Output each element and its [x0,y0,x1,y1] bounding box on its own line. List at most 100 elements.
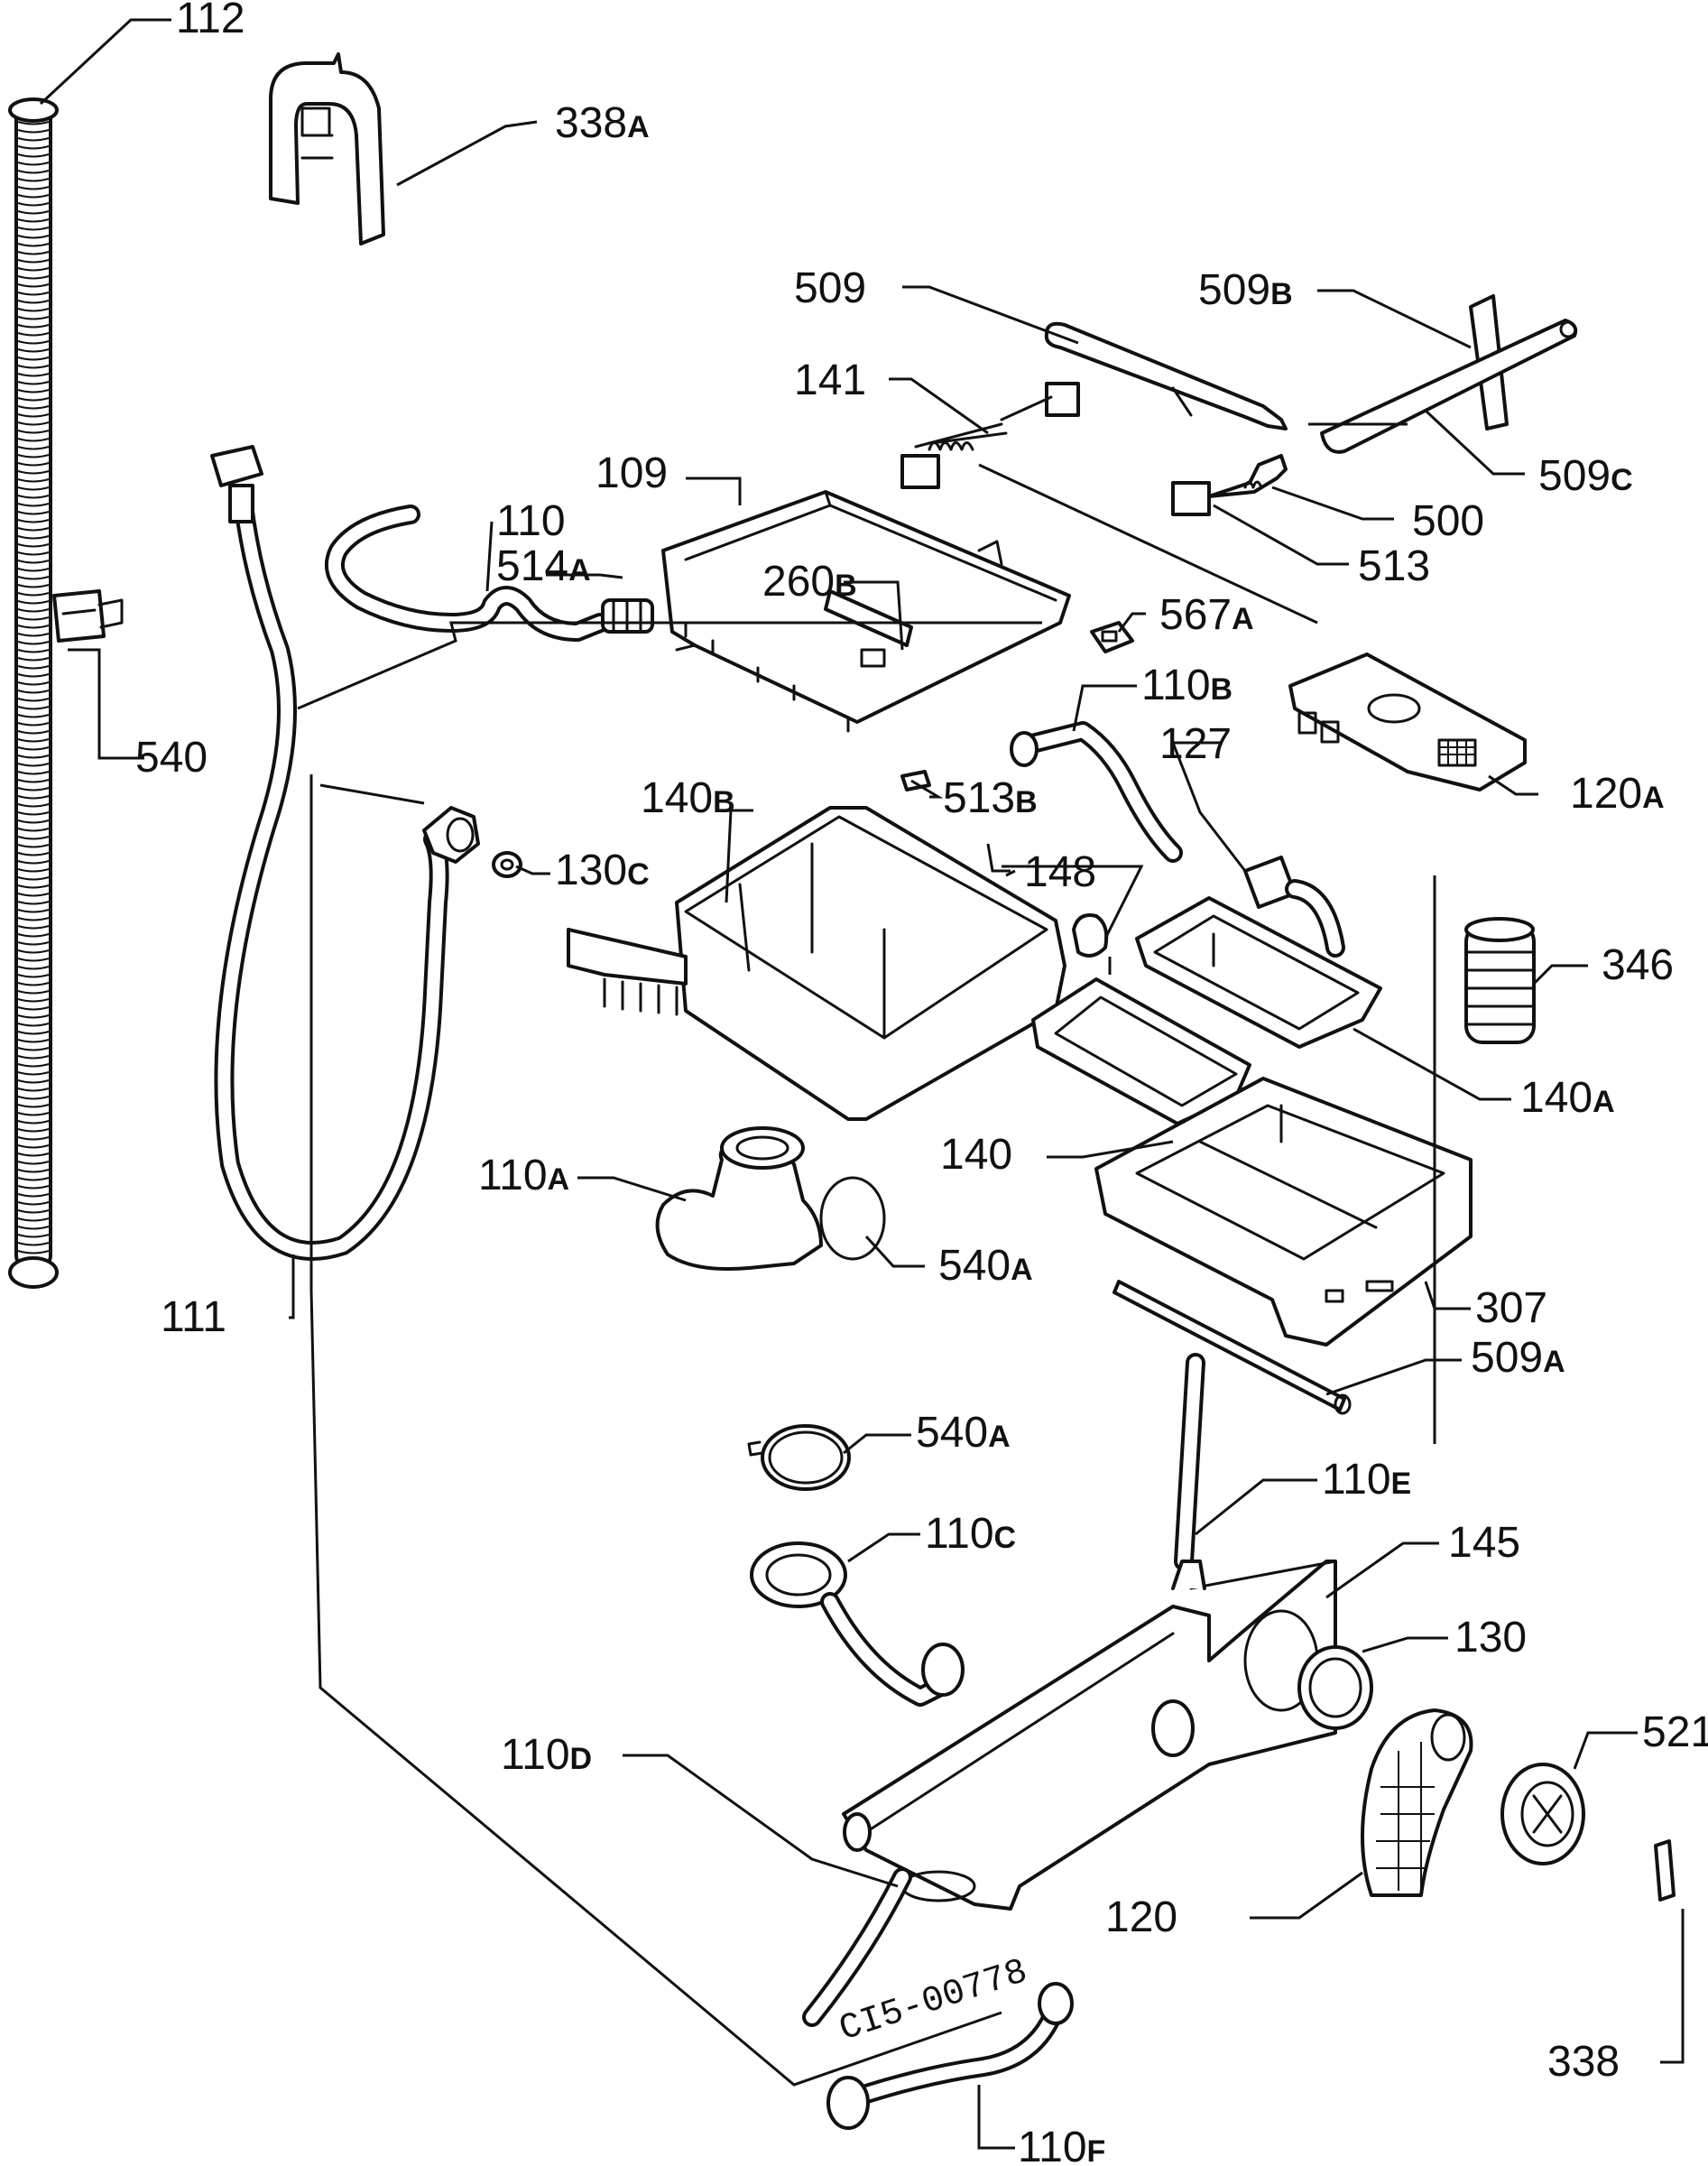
hose-rib [17,754,50,759]
label-110b: 110B [1141,662,1233,709]
hose-rib [17,470,50,475]
hose-rib [17,421,50,426]
label-513: 513 [1358,542,1430,590]
hose-rib [17,251,50,255]
hose-rib [17,1112,50,1116]
hose-rib [17,641,50,645]
hose-rib [17,1120,50,1125]
hose-rib [17,486,50,491]
hose-rib [17,227,50,231]
label-120a: 120A [1570,770,1665,818]
part-140a-insert [1135,896,1382,1049]
label-120: 120 [1105,1893,1177,1941]
label-509b: 509B [1198,266,1293,314]
hose-rib [17,771,50,775]
hose-rib [17,308,50,312]
hose-rib [17,511,50,515]
hose-rib [17,1128,50,1133]
label-540a: 540A [938,1242,1033,1290]
hose-rib [17,690,50,694]
hose-rib [17,819,50,824]
hose-rib [17,235,50,239]
hose-rib [17,551,50,556]
label-346: 346 [1602,941,1674,989]
hose-rib [17,356,50,361]
hose-rib [17,243,50,247]
part-130c-washer [492,851,522,878]
hose-rib [17,316,50,320]
hose-rib [17,348,50,353]
label-127: 127 [1159,720,1232,768]
hose-rib [17,292,50,296]
hose-rib [17,1063,50,1068]
hose-rib [17,194,50,199]
label-500: 500 [1412,497,1484,545]
hose-rib [17,1088,50,1092]
hose-rib [17,868,50,873]
hose-rib [17,178,50,182]
hose-rib [17,1217,50,1222]
hose-rib [17,202,50,207]
hose-rib [17,576,50,580]
hose-rib [17,259,50,264]
hose-rib [17,1096,50,1100]
hose-rib [17,1047,50,1051]
hose-rib [17,608,50,613]
part-521-knob [1500,1763,1585,1865]
part-509b-rod [1320,294,1578,454]
hose-rib [17,527,50,532]
hose-rib [17,121,50,125]
hose-rib [17,966,50,970]
hose-rib [17,958,50,962]
hose-rib [17,998,50,1003]
hose-rib [17,1104,50,1108]
label-110: 110 [496,497,566,545]
label-521: 521 [1642,1708,1708,1756]
hose-rib [17,454,50,458]
hose-rib [17,275,50,280]
part-120-filter [1361,1708,1473,1897]
hose-rib [17,1242,50,1246]
part-110-hose [325,504,610,642]
label-140b: 140B [641,774,735,822]
hose-rib [17,844,50,848]
part-110e-hose [1174,1353,1205,1571]
hose-rib [17,462,50,467]
hose-rib [17,649,50,653]
hose-rib [17,430,50,434]
hose-rib [17,1250,50,1254]
label-148: 148 [1024,848,1096,896]
label-112: 112 [176,0,245,42]
part-112-corrugation [17,121,50,1254]
part-509a-rod [1113,1280,1352,1415]
hose-rib [17,600,50,605]
hose-rib [17,300,50,304]
label-110c: 110C [925,1510,1016,1558]
hose-rib [17,405,50,410]
hose-rib [17,673,50,678]
label-110e: 110E [1322,1456,1411,1504]
part-307-drawer [1094,1077,1473,1347]
label-260b: 260B [762,558,857,606]
hose-rib [17,974,50,978]
hose-rib [17,1177,50,1181]
label-141: 141 [794,356,866,404]
label-109: 109 [595,449,668,497]
hose-rib [17,625,50,629]
hose-rib [17,535,50,540]
hose-rib [17,324,50,329]
part-338-clip [1654,1839,1676,1902]
hose-rib [17,1193,50,1198]
hose-rib [17,283,50,288]
part-110b-hose [1010,721,1183,863]
hose-rib [17,381,50,385]
hose-rib [17,893,50,897]
hose-rib [17,1152,50,1157]
hose-rib [17,1006,50,1011]
part-111-inlet-hose [210,445,480,1261]
hose-rib [17,1039,50,1043]
part-514a-connector [601,598,654,634]
hose-rib [17,982,50,986]
hose-rib [17,1031,50,1035]
